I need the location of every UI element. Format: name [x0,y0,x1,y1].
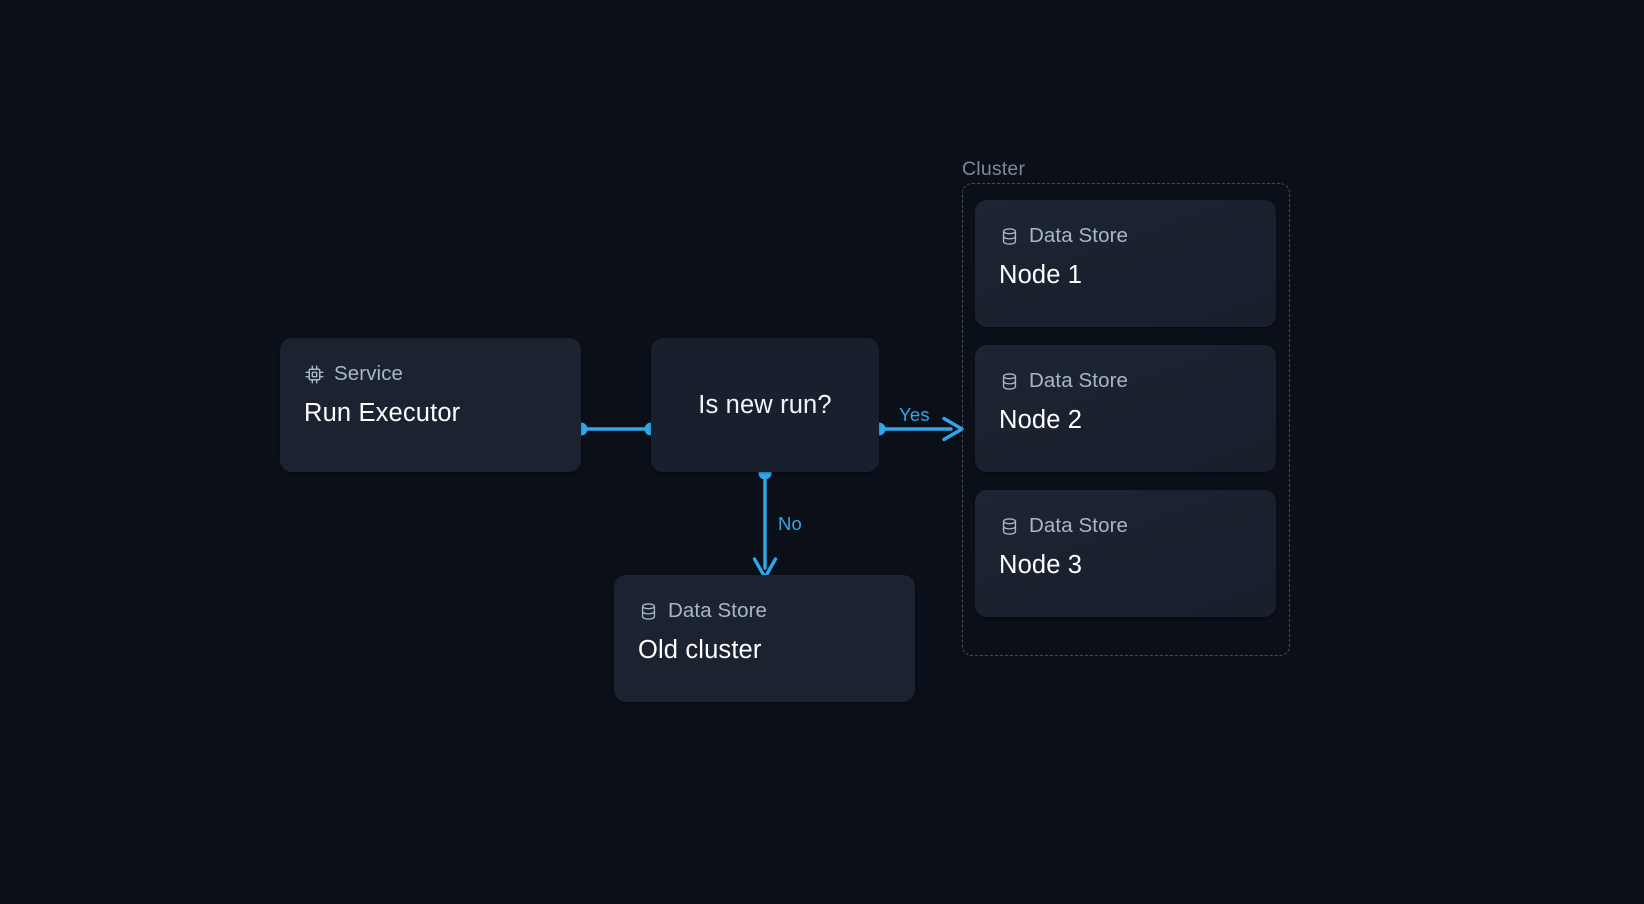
node-type-row: Data Store [999,371,1252,392]
node-title: Old cluster [638,636,762,664]
node-run-executor[interactable]: Service Run Executor [280,338,581,472]
node-title: Node 2 [999,406,1083,434]
node-data-store-node-3[interactable]: Data Store Node 3 [975,490,1276,617]
group-label-cluster: Cluster [962,158,1026,180]
node-body: Data Store Old cluster [614,575,915,665]
node-type-row: Data Store [638,601,891,622]
node-type-row: Data Store [999,226,1252,247]
node-title: Node 3 [999,551,1083,579]
node-body: Service Run Executor [280,338,581,428]
node-decision-is-new-run[interactable]: Is new run? [651,338,879,472]
database-icon [999,516,1020,537]
database-icon [999,226,1020,247]
node-decision-label: Is new run? [698,390,832,419]
node-type-label: Data Store [668,599,767,623]
edge-label-yes: Yes [899,404,930,425]
node-body: Data Store Node 2 [975,345,1276,435]
node-type-row: Data Store [999,516,1252,537]
node-title: Run Executor [304,399,461,427]
node-type-row: Service [304,364,557,385]
node-data-store-node-2[interactable]: Data Store Node 2 [975,345,1276,472]
edge-label-no: No [778,513,803,534]
cpu-chip-icon [304,364,325,385]
node-body: Data Store Node 3 [975,490,1276,580]
node-body: Data Store Node 1 [975,200,1276,290]
node-type-label: Service [334,362,404,386]
database-icon [999,371,1020,392]
node-type-label: Data Store [1029,369,1128,393]
node-type-label: Data Store [1029,514,1128,538]
node-data-store-node-1[interactable]: Data Store Node 1 [975,200,1276,327]
node-title: Node 1 [999,261,1083,289]
node-type-label: Data Store [1029,224,1128,248]
edge-executor-to-decision [574,422,658,436]
node-old-cluster[interactable]: Data Store Old cluster [614,575,915,702]
database-icon [638,601,659,622]
edge-decision-no [752,466,778,580]
